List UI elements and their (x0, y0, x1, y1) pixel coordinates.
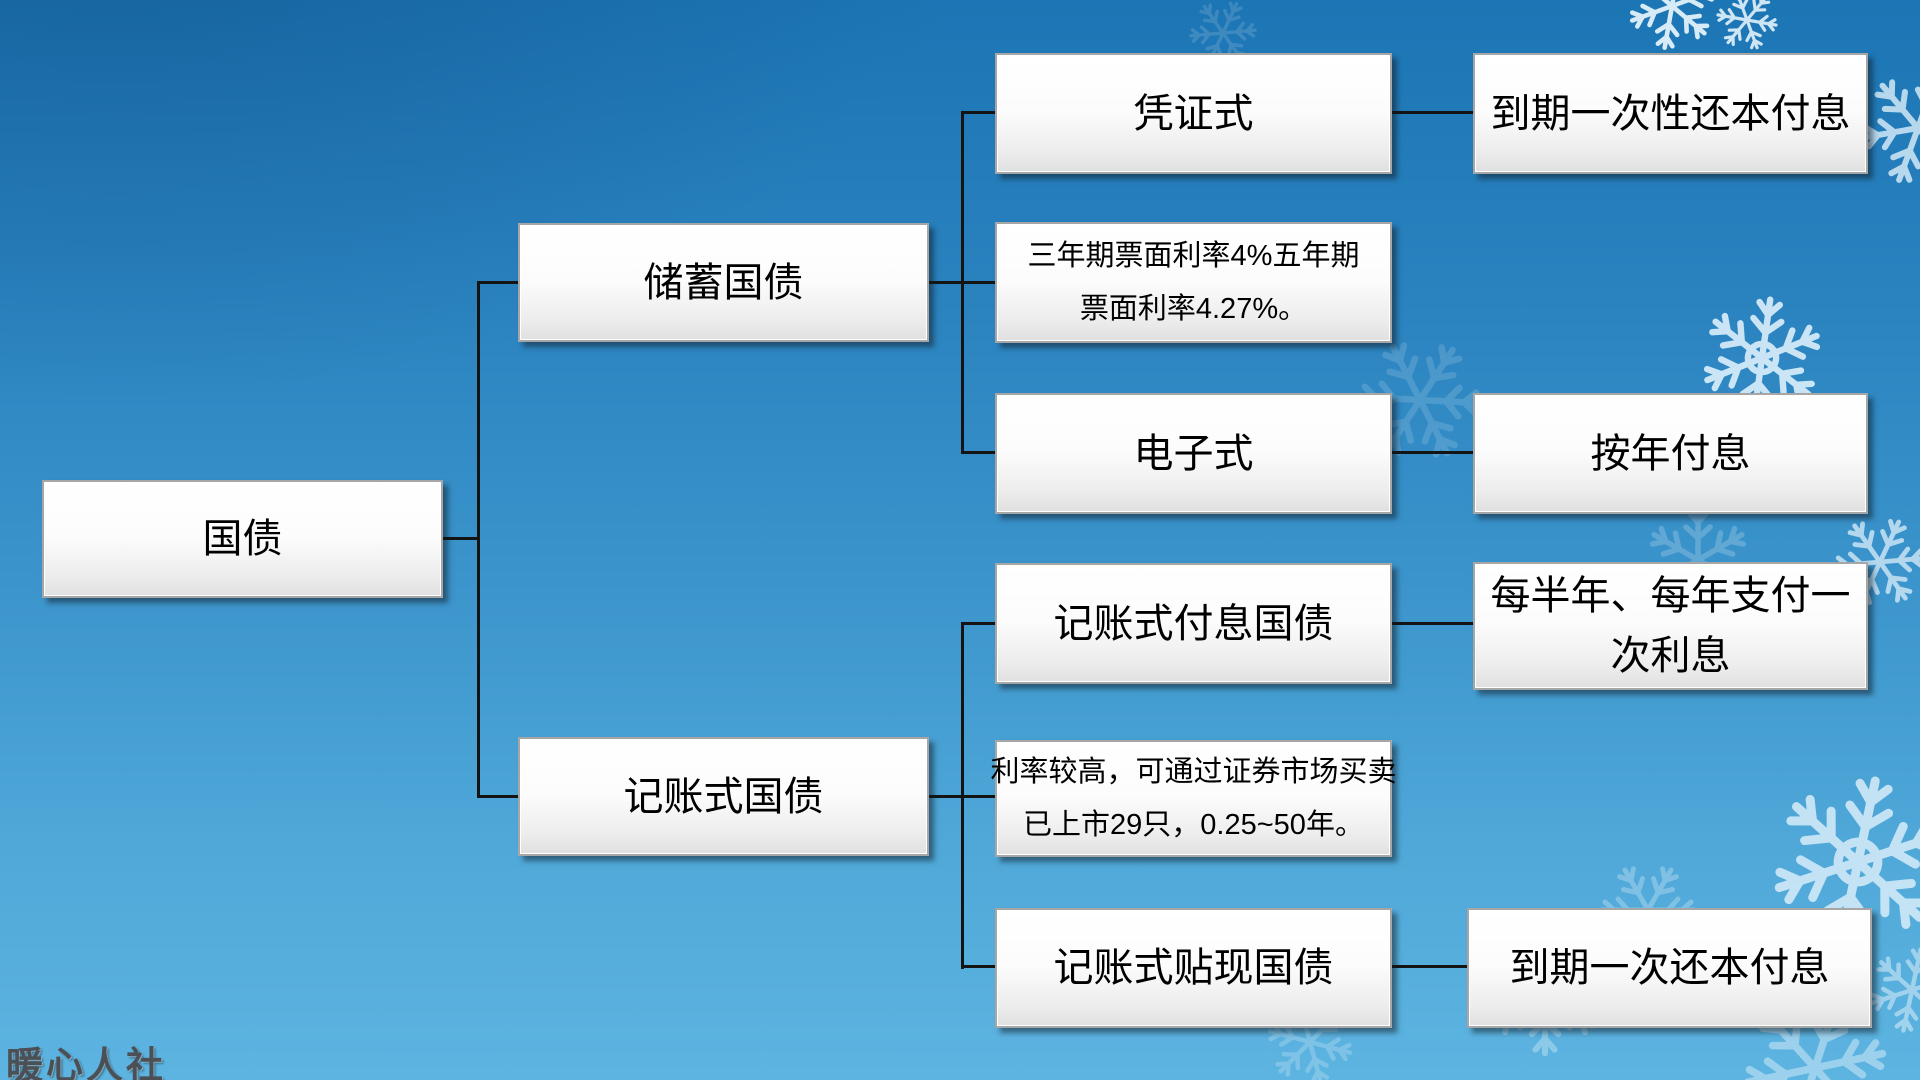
node-label-line: 每半年、每年支付一 (1490, 574, 1851, 618)
savings-bonds-rate-note: 三年期票面利率4%五年期 票面利率4.27%。 (995, 222, 1392, 343)
note-line: 利率较高，可通过证券市场买卖 (990, 756, 1397, 789)
watermark-nuanxin-renshe: 暖心人社 (6, 1045, 166, 1080)
connector-line (1392, 622, 1473, 625)
connector-line (1392, 451, 1473, 454)
book-entry-bonds-note: 利率较高，可通过证券市场买卖 已上市29只，0.25~50年。 (991, 740, 1397, 857)
connector-line (961, 111, 964, 454)
connector-line (479, 281, 518, 284)
connector-line (963, 622, 995, 625)
coupon-bond-node: 记账式付息国债 (995, 563, 1392, 684)
electronic-payment-node: 按年付息 (1473, 393, 1868, 514)
node-label: 记账式国债 (623, 774, 824, 819)
connector-line (479, 795, 518, 798)
connector-line (1392, 965, 1467, 968)
coupon-payment-node: 每半年、每年支付一 次利息 (1473, 562, 1868, 690)
connector-line (963, 451, 995, 454)
root-node-treasury-bonds: 国债 (42, 480, 443, 598)
node-label: 到期一次还本付息 (1509, 946, 1830, 990)
certificate-type-node: 凭证式 (995, 53, 1392, 174)
node-label: 记账式贴现国债 (1053, 946, 1334, 990)
connector-line (961, 622, 964, 969)
node-label: 国债 (202, 517, 283, 561)
note-line: 票面利率4.27%。 (1079, 292, 1308, 325)
certificate-payment-node: 到期一次性还本付息 (1473, 53, 1868, 174)
connector-line (443, 537, 479, 540)
connector-line (963, 965, 995, 968)
node-label: 按年付息 (1590, 431, 1751, 476)
connector-line (1392, 111, 1473, 114)
snowflake-icon (1715, 0, 1779, 52)
node-label: 到期一次性还本付息 (1490, 91, 1851, 136)
connector-line (477, 281, 480, 798)
snowflake-icon (1626, 0, 1718, 52)
node-label: 凭证式 (1133, 91, 1254, 136)
node-label-line: 次利息 (1610, 634, 1731, 678)
electronic-type-node: 电子式 (995, 393, 1392, 514)
connector-line (963, 111, 995, 114)
discount-bond-node: 记账式贴现国债 (995, 908, 1392, 1028)
node-label: 记账式付息国债 (1053, 601, 1334, 646)
discount-payment-node: 到期一次还本付息 (1467, 908, 1872, 1028)
note-line: 已上市29只，0.25~50年。 (1023, 808, 1364, 841)
note-line: 三年期票面利率4%五年期 (1027, 240, 1360, 273)
book-entry-bonds-node: 记账式国债 (518, 737, 929, 856)
node-label: 储蓄国债 (643, 260, 804, 305)
snowflake-icon (1867, 945, 1920, 1035)
savings-bonds-node: 储蓄国债 (518, 223, 929, 342)
node-label: 电子式 (1133, 431, 1254, 476)
